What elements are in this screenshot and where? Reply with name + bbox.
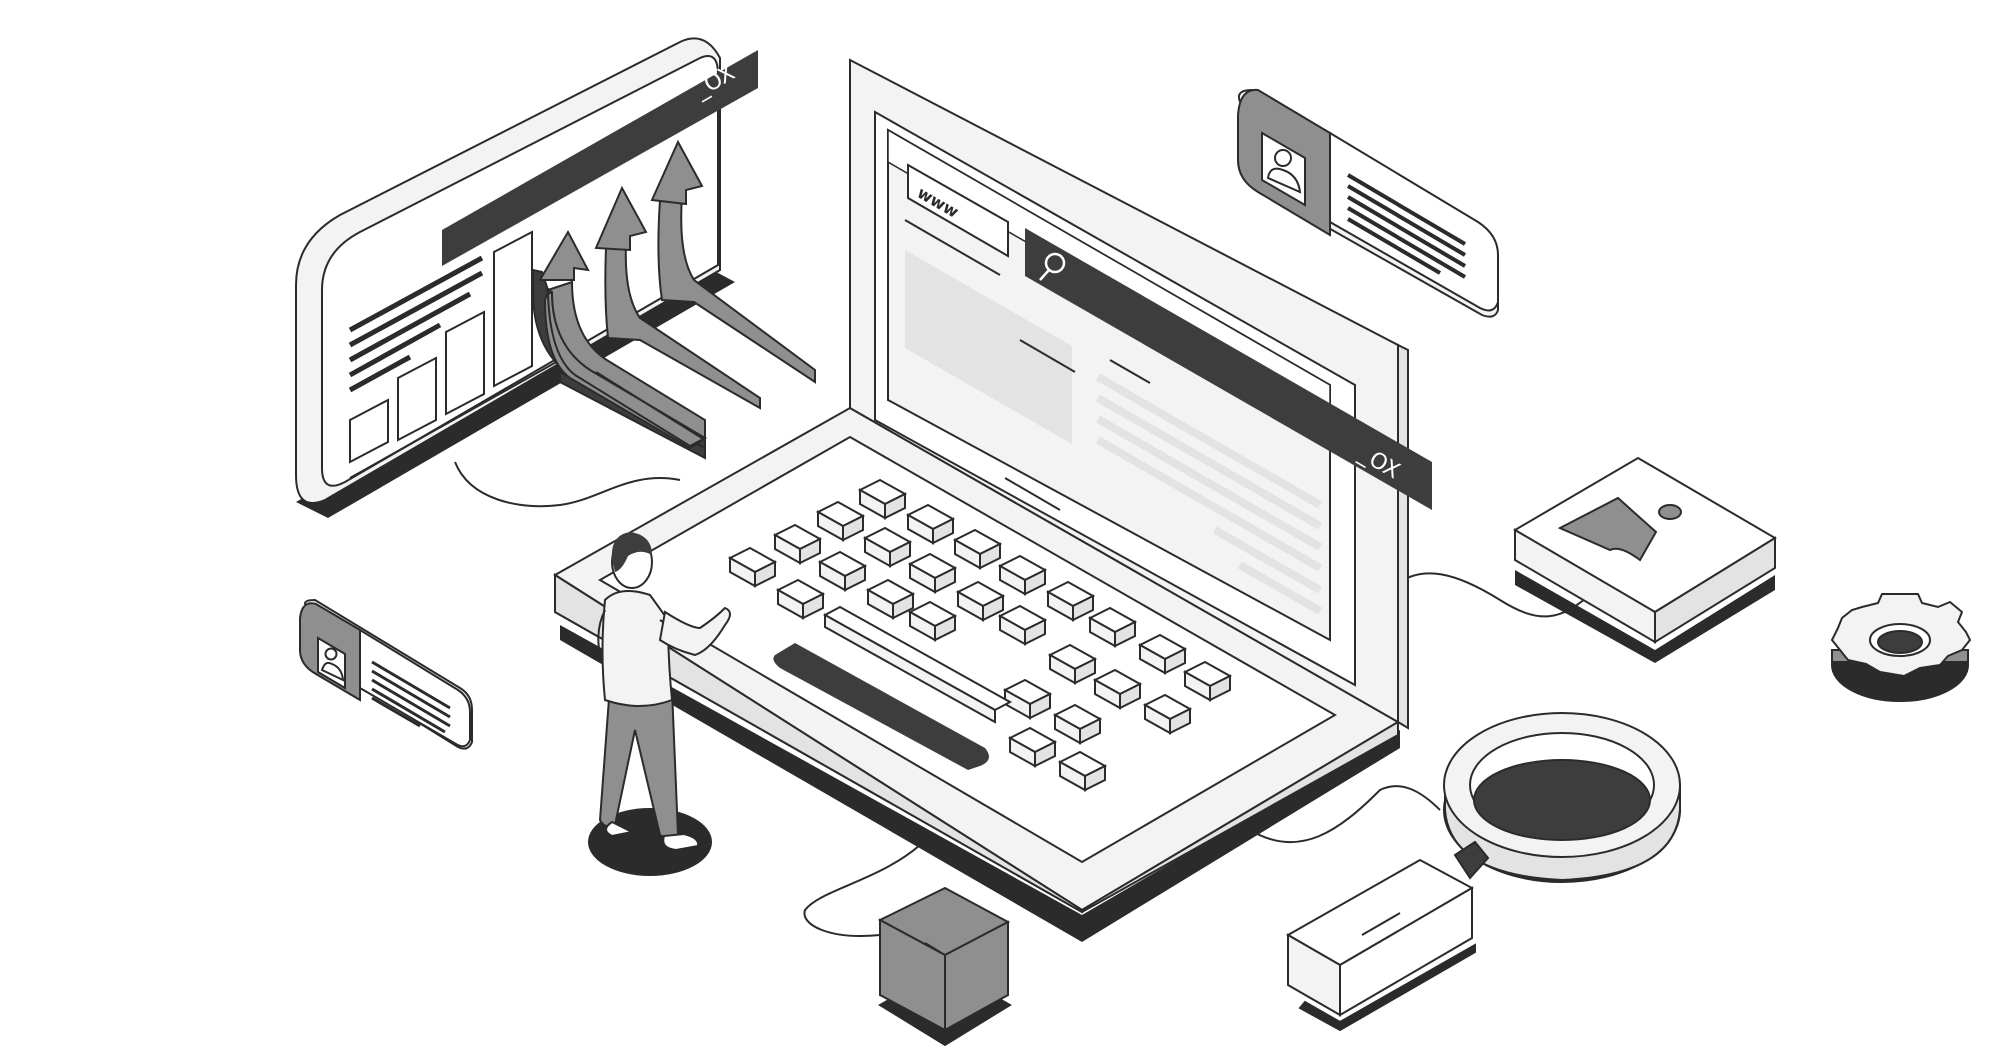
chart-panel-titlebar [442,50,758,266]
search-bar[interactable] [1025,228,1432,510]
key[interactable] [907,600,958,642]
key[interactable] [1045,580,1096,622]
key[interactable] [955,580,1006,622]
key[interactable] [1137,633,1188,675]
chart-panel-text-lines [348,255,484,393]
gear-icon [1830,593,1972,702]
key[interactable] [862,526,913,568]
key[interactable] [857,478,908,520]
key[interactable] [775,578,826,620]
key[interactable] [905,503,956,545]
connector-lines [454,461,1591,937]
browser-window: www _OX [887,128,1432,615]
content-image-placeholder [905,250,1072,444]
key[interactable] [865,578,916,620]
key[interactable] [907,552,958,594]
chart-panel: _OX [295,37,816,518]
image-icon [1557,496,1682,562]
profile-card-small-text-lines [371,660,451,734]
person-figure [588,532,731,876]
keyboard [727,478,1233,792]
key[interactable] [997,604,1048,646]
profile-card-large [1236,88,1499,318]
key[interactable] [817,550,868,592]
cube [877,886,1012,1047]
key[interactable] [1182,660,1233,702]
magnifier-large [1285,712,1681,1032]
key[interactable] [1092,668,1143,710]
bar-chart-icon [349,230,533,464]
key[interactable] [997,554,1048,596]
profile-card-text-lines [1346,173,1467,279]
key[interactable] [1047,643,1098,685]
image-tile [1513,456,1777,663]
key[interactable] [1052,703,1103,745]
key[interactable] [727,546,778,588]
key[interactable] [1002,678,1053,720]
user-icon [1261,131,1306,207]
content-text-lines [1096,373,1322,615]
key[interactable] [815,500,866,542]
key[interactable] [772,523,823,565]
spacebar[interactable] [822,605,1013,724]
key[interactable] [1142,693,1193,735]
key[interactable] [1057,750,1108,792]
profile-card-small [298,598,473,750]
magnifier-icon[interactable] [1039,252,1066,281]
address-field[interactable] [907,163,1009,258]
up-arrow-icon [532,139,816,460]
key[interactable] [1007,726,1058,768]
user-icon [317,636,346,690]
laptop: www _OX [553,58,1432,942]
key[interactable] [1087,606,1138,648]
touchpad-bar[interactable] [773,643,989,770]
key[interactable] [952,528,1003,570]
